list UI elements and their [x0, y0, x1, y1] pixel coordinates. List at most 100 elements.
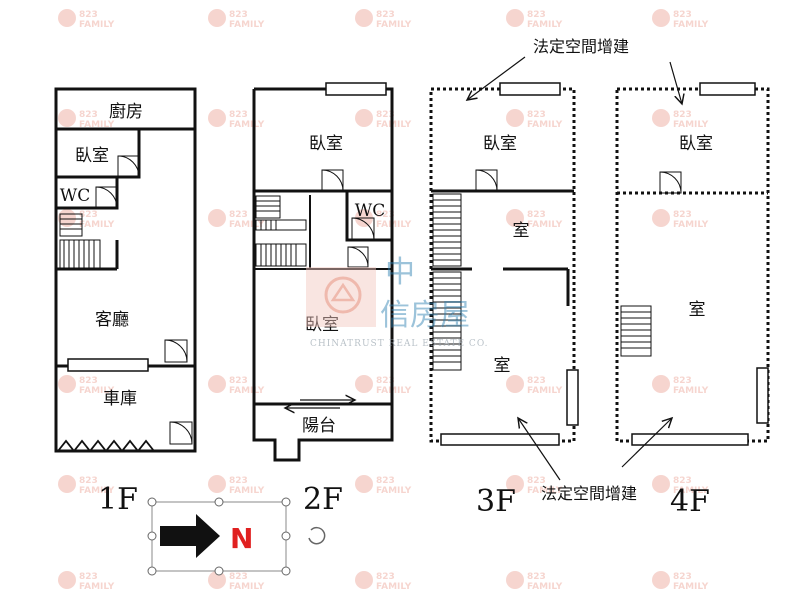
- floor-2f-plan: [252, 82, 394, 462]
- watermark-word: FAMILY: [229, 20, 265, 30]
- watermark-number: 823: [673, 110, 692, 120]
- watermark-word: FAMILY: [673, 486, 709, 496]
- watermark-layer: 823FAMILY823FAMILY823FAMILY823FAMILY823F…: [58, 9, 709, 592]
- watermark-number: 823: [79, 376, 98, 386]
- watermark-number: 823: [376, 210, 395, 220]
- compass-letter: N: [230, 522, 253, 555]
- watermark-word: FAMILY: [527, 582, 563, 592]
- room-label-3f-bedroom: 臥室: [483, 134, 517, 154]
- watermark-word: FAMILY: [79, 582, 115, 592]
- watermark-word: FAMILY: [376, 386, 412, 396]
- floor-3f-doors: [475, 169, 498, 192]
- watermark-word: FAMILY: [673, 20, 709, 30]
- watermark-number: 823: [229, 110, 248, 120]
- watermark-number: 823: [79, 210, 98, 220]
- watermark-number: 823: [229, 10, 248, 20]
- room-label-garage: 車庫: [103, 389, 137, 409]
- room-label-kitchen: 廚房: [109, 101, 143, 122]
- room-label-4f-bedroom: 臥室: [679, 134, 713, 154]
- floor-1f-stairs: [59, 213, 101, 269]
- floor-4f-doors: [659, 171, 682, 194]
- watermark-number: 823: [673, 572, 692, 582]
- watermark-number: 823: [229, 572, 248, 582]
- floor-3f-labels: 臥室 室 室 3F: [476, 134, 529, 519]
- watermark-number: 823: [376, 110, 395, 120]
- watermark-number: 823: [527, 572, 546, 582]
- floor-4f-labels: 臥室 室 4F: [670, 134, 713, 519]
- garage-door: [57, 439, 155, 453]
- watermark-word: FAMILY: [376, 20, 412, 30]
- room-label-2f-wc: WC: [355, 201, 385, 221]
- watermark-word: FAMILY: [527, 120, 563, 130]
- watermark-number: 823: [673, 10, 692, 20]
- watermark-number: 823: [79, 476, 98, 486]
- watermark-word: FAMILY: [673, 120, 709, 130]
- watermark-number: 823: [229, 376, 248, 386]
- watermark-number: 823: [376, 376, 395, 386]
- watermark-word: FAMILY: [229, 120, 265, 130]
- watermark-number: 823: [79, 572, 98, 582]
- floor-2f-labels: 臥室 WC 臥室 陽台 2F: [302, 134, 385, 517]
- floor-2f-stairs: [255, 195, 307, 267]
- watermark-word: FAMILY: [376, 120, 412, 130]
- watermark-word: FAMILY: [527, 220, 563, 230]
- watermark-number: 823: [229, 210, 248, 220]
- watermark-word: FAMILY: [527, 20, 563, 30]
- watermark-number: 823: [527, 476, 546, 486]
- watermark-number: 823: [527, 110, 546, 120]
- watermark-number: 823: [376, 572, 395, 582]
- watermark-word: FAMILY: [229, 582, 265, 592]
- logo-subtitle: CHINATRUST REAL ESTATE CO.: [310, 339, 489, 349]
- watermark-word: FAMILY: [527, 486, 563, 496]
- room-label-3f-room-upper: 室: [513, 221, 530, 241]
- watermark-word: FAMILY: [376, 582, 412, 592]
- watermark-word: FAMILY: [79, 486, 115, 496]
- watermark-word: FAMILY: [79, 386, 115, 396]
- watermark-number: 823: [79, 110, 98, 120]
- room-label-1f-wc: WC: [60, 186, 90, 206]
- floor-2f-outer-wall: [252, 87, 394, 462]
- watermark-word: FAMILY: [673, 582, 709, 592]
- room-label-living: 客廳: [95, 310, 129, 330]
- annotation-added-space-top: 法定空間增建: [533, 37, 629, 56]
- watermark-word: FAMILY: [673, 386, 709, 396]
- watermark-number: 823: [527, 376, 546, 386]
- watermark-word: FAMILY: [376, 486, 412, 496]
- room-label-2f-bedroom-back: 臥室: [305, 315, 339, 335]
- watermark-word: FAMILY: [229, 486, 265, 496]
- room-label-3f-room-lower: 室: [494, 356, 511, 376]
- floor-4f-plan: [615, 61, 770, 468]
- watermark-word: FAMILY: [229, 386, 265, 396]
- annotation-added-space-bottom: 法定空間增建: [541, 484, 637, 503]
- watermark-number: 823: [376, 476, 395, 486]
- floor-1f-doors: [95, 155, 193, 445]
- watermark-word: FAMILY: [229, 220, 265, 230]
- floor-3f-stairs: [432, 193, 462, 371]
- compass-north-indicator: N: [147, 497, 326, 576]
- watermark-word: FAMILY: [527, 386, 563, 396]
- logo-char: 中: [385, 255, 415, 290]
- watermark-number: 823: [229, 476, 248, 486]
- floor-label-3f: 3F: [476, 484, 516, 519]
